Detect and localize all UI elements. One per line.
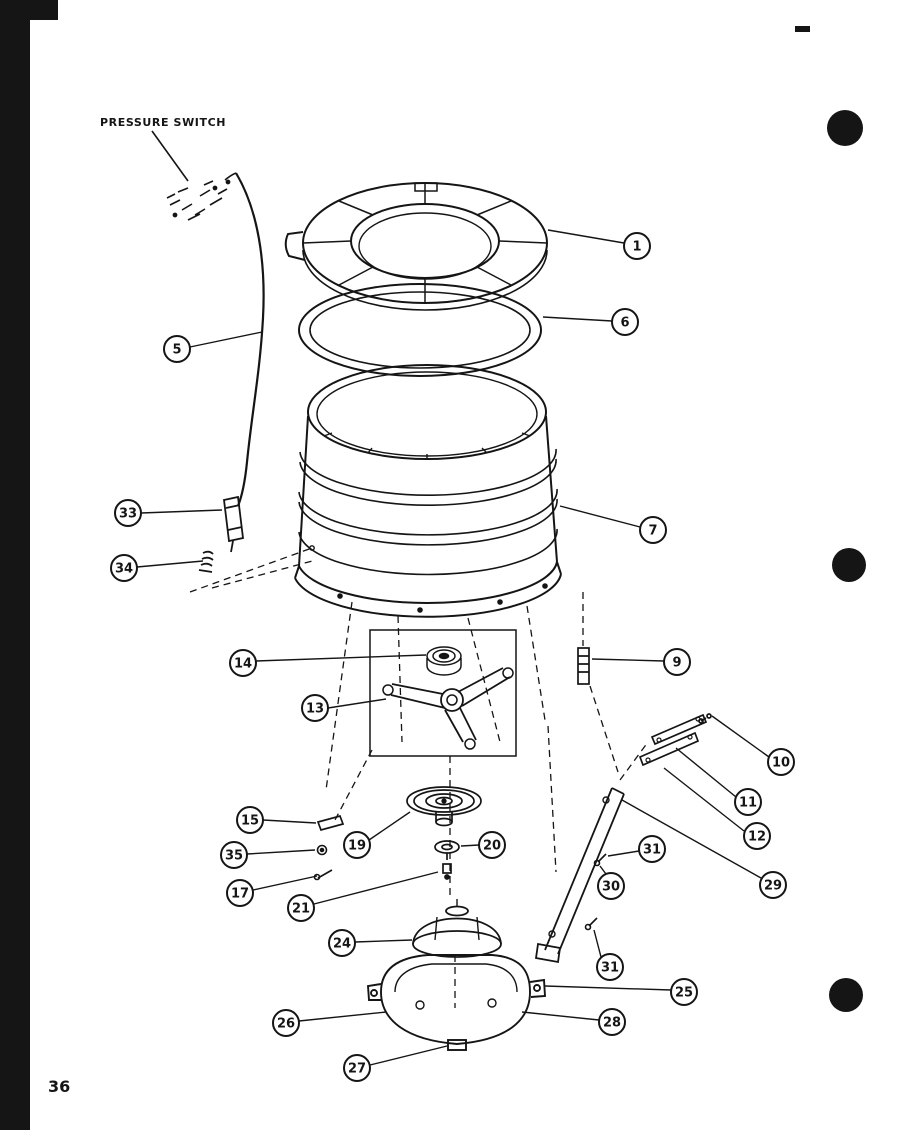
callout-7: 7 xyxy=(559,505,667,544)
svg-text:31: 31 xyxy=(643,843,661,858)
callout-6: 6 xyxy=(542,308,639,336)
svg-text:17: 17 xyxy=(231,887,249,902)
bearing-hub xyxy=(406,786,482,827)
svg-text:35: 35 xyxy=(225,849,243,864)
svg-text:15: 15 xyxy=(241,814,259,829)
callout-33: 33 xyxy=(114,499,223,527)
svg-text:27: 27 xyxy=(348,1062,366,1077)
pressure-switch-label: PRESSURE SWITCH xyxy=(100,116,226,129)
dashed-alignment-lines xyxy=(189,547,649,1008)
outer-tub xyxy=(294,364,562,618)
svg-text:1: 1 xyxy=(632,240,641,255)
svg-text:21: 21 xyxy=(292,902,310,917)
svg-text:14: 14 xyxy=(234,657,252,672)
svg-text:33: 33 xyxy=(119,507,137,522)
svg-text:9: 9 xyxy=(672,656,681,671)
callout-31-lower: 31 xyxy=(593,929,624,981)
brace-screws xyxy=(584,853,607,931)
callout-28: 28 xyxy=(521,1008,626,1036)
callout-31-upper: 31 xyxy=(607,835,666,863)
callout-17: 17 xyxy=(226,875,318,907)
hose-end-tube xyxy=(223,495,244,553)
svg-text:5: 5 xyxy=(172,343,181,358)
callout-12: 12 xyxy=(663,767,771,850)
svg-text:10: 10 xyxy=(772,756,790,771)
svg-text:19: 19 xyxy=(348,839,366,854)
hose-clamp xyxy=(198,550,214,573)
washer xyxy=(434,840,460,860)
callout-26: 26 xyxy=(272,1009,387,1037)
boot-seal-dome xyxy=(412,899,502,958)
svg-text:29: 29 xyxy=(764,879,782,894)
scan-frame-marks xyxy=(0,0,866,1130)
callout-27: 27 xyxy=(343,1045,448,1082)
spacer-block xyxy=(316,814,345,832)
callout-35: 35 xyxy=(220,841,316,869)
callout-30: 30 xyxy=(597,865,625,900)
svg-text:34: 34 xyxy=(115,562,133,577)
callout-13: 13 xyxy=(301,694,387,722)
svg-text:7: 7 xyxy=(648,524,657,539)
svg-text:26: 26 xyxy=(277,1017,295,1032)
callout-19: 19 xyxy=(343,811,411,859)
mounting-straps xyxy=(638,713,712,767)
callout-21: 21 xyxy=(287,871,439,922)
pressure-switch-drawing xyxy=(151,130,237,221)
small-screw xyxy=(313,869,333,881)
svg-text:12: 12 xyxy=(748,830,766,845)
tub-cover-ring xyxy=(284,182,548,311)
svg-text:28: 28 xyxy=(603,1016,621,1031)
callout-29: 29 xyxy=(621,799,787,899)
spider-support-box xyxy=(369,629,517,757)
small-bolt xyxy=(442,863,452,880)
svg-text:20: 20 xyxy=(483,839,501,854)
pressure-hose xyxy=(235,172,265,507)
svg-text:30: 30 xyxy=(602,880,620,895)
svg-text:11: 11 xyxy=(739,796,757,811)
callout-9: 9 xyxy=(591,648,691,676)
svg-text:13: 13 xyxy=(306,702,324,717)
callout-14: 14 xyxy=(229,649,427,677)
small-nut xyxy=(316,844,328,856)
callout-5: 5 xyxy=(163,331,263,363)
callout-1: 1 xyxy=(547,229,651,260)
callout-25: 25 xyxy=(544,978,698,1006)
callout-11: 11 xyxy=(675,747,762,816)
callout-24: 24 xyxy=(328,929,413,957)
seal-ring xyxy=(298,283,542,377)
leg-brace xyxy=(534,787,625,964)
svg-text:6: 6 xyxy=(620,316,629,331)
strip-bracket xyxy=(577,647,590,685)
callout-20: 20 xyxy=(460,831,506,859)
page-number: 36 xyxy=(48,1077,70,1096)
callout-34: 34 xyxy=(110,554,204,582)
bottom-housing xyxy=(366,954,547,1051)
svg-text:25: 25 xyxy=(675,986,693,1001)
svg-text:24: 24 xyxy=(333,937,351,952)
callout-10: 10 xyxy=(711,715,795,776)
svg-text:31: 31 xyxy=(601,961,619,976)
callout-15: 15 xyxy=(236,806,317,834)
